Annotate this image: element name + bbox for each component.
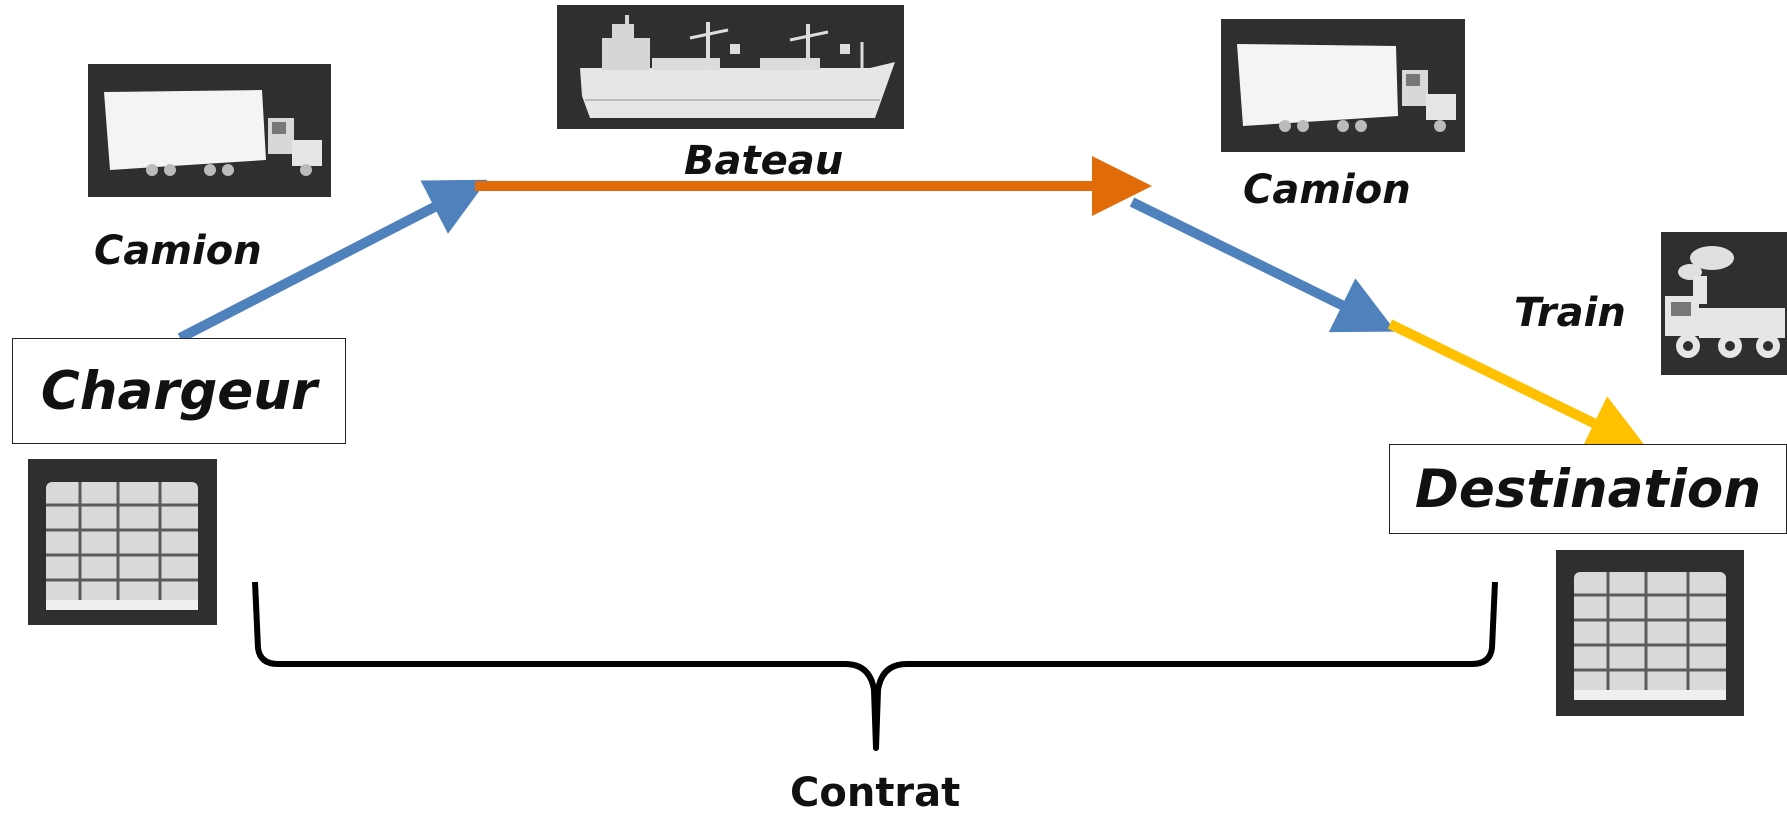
train-icon [1661, 232, 1787, 375]
arrow-train-route [1387, 319, 1648, 451]
train-label: Train [1514, 290, 1626, 336]
origin-box: Chargeur [12, 338, 346, 444]
arrow-truck-route [1129, 197, 1396, 333]
truck-icon [88, 64, 331, 197]
truck-icon [1221, 19, 1465, 152]
ship-label: Bateau [684, 138, 844, 184]
contract-label: Contrat [790, 770, 961, 816]
arrow-chargeur-to-ship [177, 179, 488, 343]
cargo-pallet-icon [1556, 550, 1744, 716]
destination-box: Destination [1389, 444, 1787, 534]
truck-right-label: Camion [1243, 167, 1411, 213]
cargo-pallet-icon [28, 459, 217, 625]
contract-brace [252, 581, 1498, 751]
ship-icon [557, 5, 904, 129]
origin-label: Chargeur [40, 360, 318, 422]
destination-label: Destination [1414, 458, 1762, 520]
truck-left-label: Camion [94, 228, 262, 274]
